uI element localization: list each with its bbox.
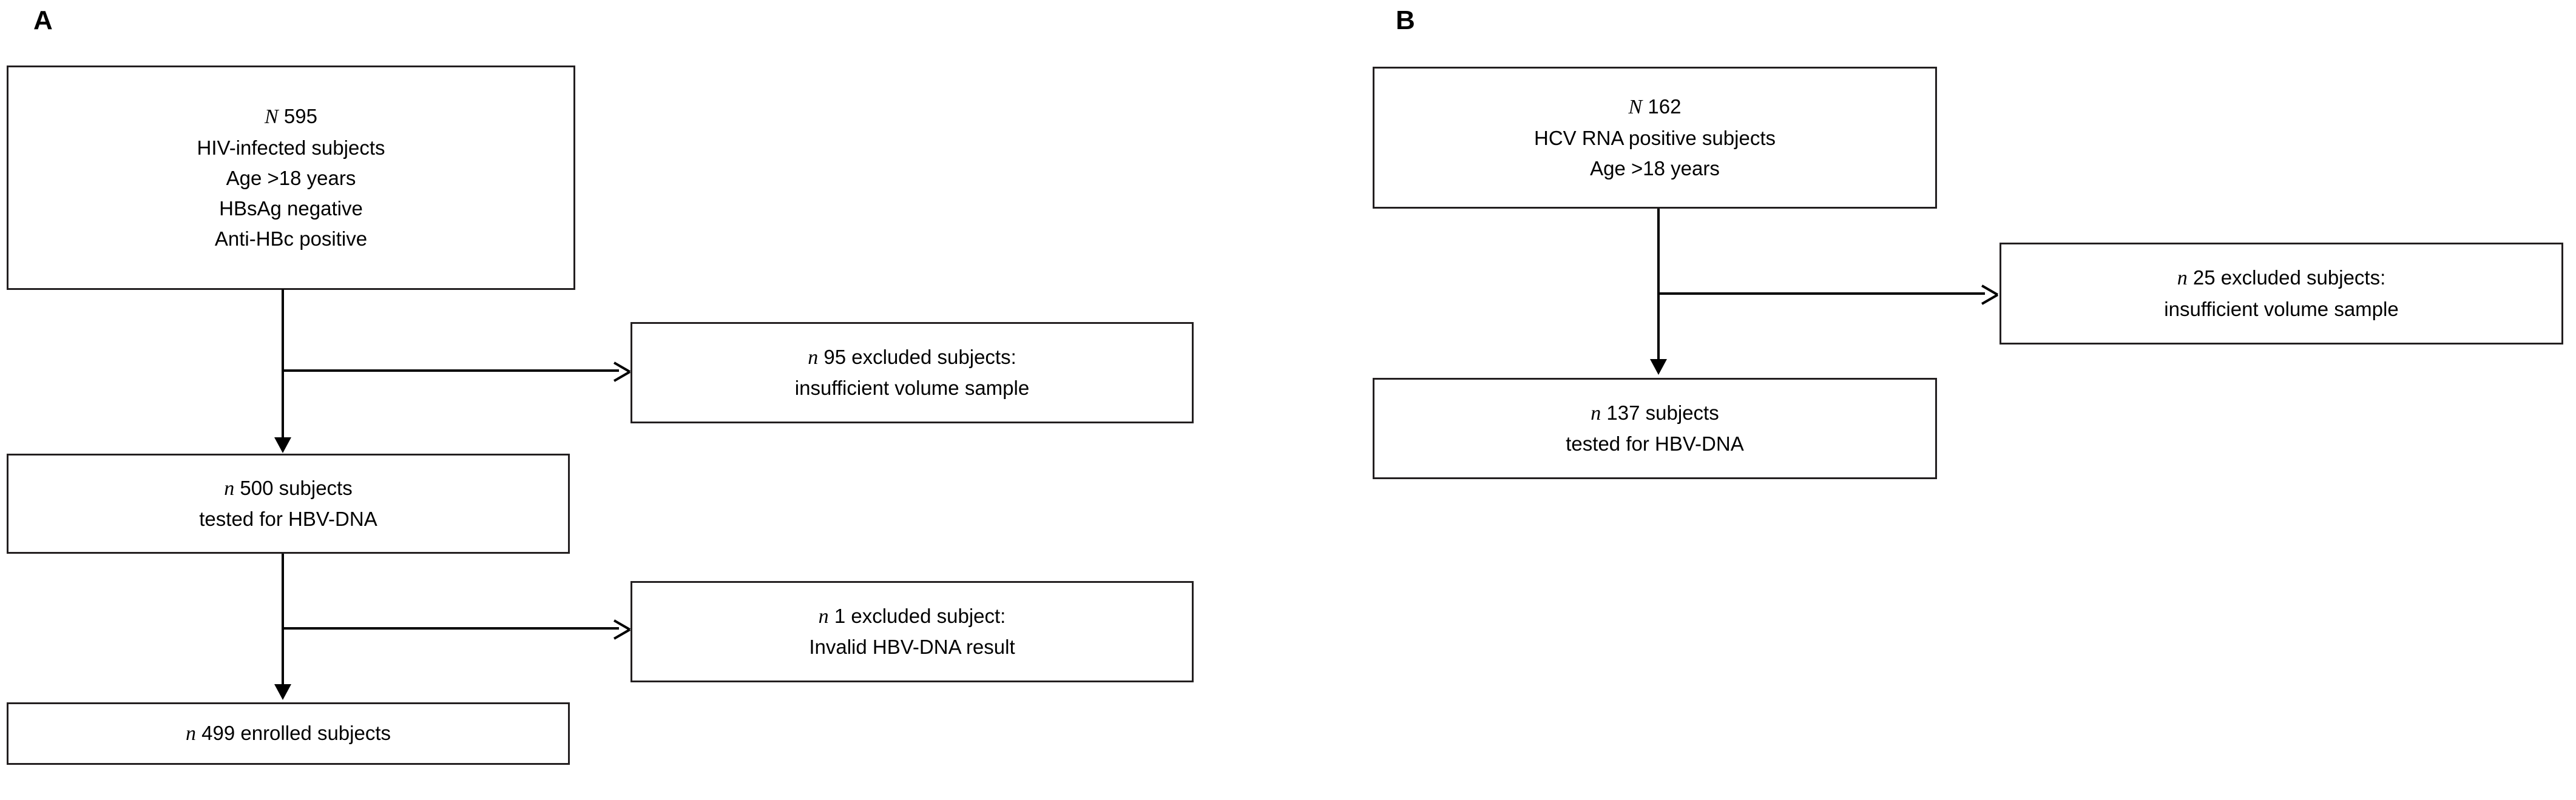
panel-a-connector-top-to-middle bbox=[282, 289, 284, 440]
panel-a-arrowhead-to-middle-box bbox=[274, 437, 291, 453]
panel-a-connector-to-excluded-volume bbox=[282, 369, 619, 372]
panel-a-excluded-invalid-result-box: n 1 excluded subject: Invalid HBV-DNA res… bbox=[630, 581, 1194, 682]
box-text-line: HIV-infected subjects bbox=[197, 136, 385, 159]
panel-a-connector-to-excluded-invalid bbox=[282, 627, 619, 630]
box-text-line: insufficient volume sample bbox=[2164, 297, 2399, 320]
panel-b-excluded-insufficient-volume-box: n 25 excluded subjects: insufficient volu… bbox=[2000, 243, 2563, 345]
panel-a-excluded-insufficient-volume-box: n 95 excluded subjects: insufficient volu… bbox=[630, 322, 1194, 423]
statistic-symbol: n bbox=[1591, 402, 1601, 425]
arrow-stroke-lower bbox=[614, 371, 630, 382]
box-text-line: N 595 bbox=[265, 104, 317, 128]
panel-a-arrowhead-to-enrolled-box bbox=[274, 684, 291, 700]
panel-b-arrowhead-to-tested-box bbox=[1650, 359, 1667, 375]
panel-a-enrolled-subjects-box: n 499 enrolled subjects bbox=[7, 702, 570, 765]
panel-label-a: A bbox=[33, 5, 53, 35]
arrow-stroke-lower bbox=[1981, 294, 1998, 305]
statistic-symbol: N bbox=[1628, 96, 1643, 118]
panel-a-connector-middle-to-bottom bbox=[282, 554, 284, 687]
box-text-line: HCV RNA positive subjects bbox=[1534, 126, 1776, 149]
box-text-line: n 499 enrolled subjects bbox=[185, 721, 391, 745]
panel-b-connector-to-excluded-volume bbox=[1657, 292, 1985, 295]
box-text-line: HBsAg negative bbox=[219, 197, 363, 220]
panel-a-tested-for-hbv-dna-box: n 500 subjects tested for HBV-DNA bbox=[7, 454, 570, 554]
statistic-symbol: n bbox=[808, 346, 819, 369]
box-text-line: Age >18 years bbox=[1590, 156, 1720, 180]
box-text-line: n 95 excluded subjects: bbox=[808, 345, 1016, 369]
panel-b-tested-for-hbv-dna-box: n 137 subjects tested for HBV-DNA bbox=[1373, 378, 1937, 479]
statistic-symbol: n bbox=[2177, 267, 2188, 290]
box-text-line: Age >18 years bbox=[226, 166, 356, 189]
arrow-stroke-lower bbox=[614, 628, 630, 640]
box-text-line: tested for HBV-DNA bbox=[1566, 432, 1744, 455]
statistic-symbol: n bbox=[185, 722, 196, 745]
box-text-line: Anti-HBc positive bbox=[214, 227, 368, 250]
box-text-line: n 25 excluded subjects: bbox=[2177, 266, 2386, 290]
box-text-line: n 137 subjects bbox=[1591, 401, 1719, 425]
box-text-line: n 1 excluded subject: bbox=[818, 604, 1006, 628]
panel-b-connector-top-to-bottom bbox=[1657, 209, 1660, 361]
box-text-line: insufficient volume sample bbox=[794, 377, 1030, 400]
box-text-line: Invalid HBV-DNA result bbox=[809, 636, 1015, 659]
statistic-symbol: N bbox=[265, 105, 279, 128]
box-text-line: n 500 subjects bbox=[224, 476, 353, 500]
panel-label-b: B bbox=[1396, 5, 1415, 35]
statistic-symbol: n bbox=[818, 605, 829, 628]
box-text-line: N 162 bbox=[1628, 95, 1682, 118]
statistic-symbol: n bbox=[224, 477, 235, 500]
box-text-line: tested for HBV-DNA bbox=[199, 508, 377, 531]
